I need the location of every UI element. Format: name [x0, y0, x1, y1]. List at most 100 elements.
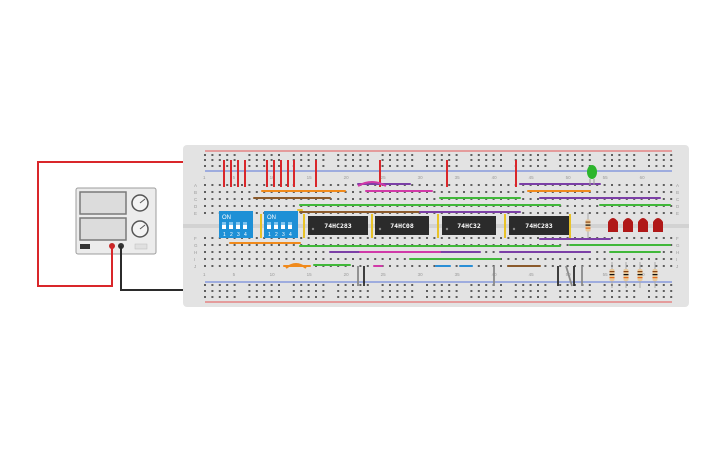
- terminal-hole[interactable]: [366, 198, 369, 200]
- rail-hole[interactable]: [433, 290, 436, 292]
- terminal-hole[interactable]: [640, 265, 643, 267]
- chip-74hc32[interactable]: 74HC32: [442, 216, 496, 235]
- terminal-hole[interactable]: [211, 237, 214, 239]
- terminal-hole[interactable]: [218, 205, 221, 207]
- rail-hole[interactable]: [618, 154, 621, 156]
- rail-hole[interactable]: [396, 296, 399, 298]
- terminal-hole[interactable]: [211, 198, 214, 200]
- rail-hole[interactable]: [603, 296, 606, 298]
- rail-hole[interactable]: [611, 290, 613, 292]
- rail-hole[interactable]: [322, 296, 325, 298]
- ground-wire[interactable]: [565, 265, 573, 287]
- rail-hole[interactable]: [248, 165, 251, 167]
- rail-hole[interactable]: [204, 284, 206, 286]
- terminal-hole[interactable]: [529, 237, 532, 239]
- rail-hole[interactable]: [307, 290, 310, 292]
- rail-hole[interactable]: [455, 296, 458, 298]
- rail-hole[interactable]: [529, 290, 532, 292]
- terminal-hole[interactable]: [403, 258, 406, 260]
- terminal-hole[interactable]: [241, 258, 243, 260]
- terminal-hole[interactable]: [662, 265, 665, 267]
- terminal-hole[interactable]: [396, 237, 399, 239]
- rail-hole[interactable]: [403, 154, 406, 156]
- rail-hole[interactable]: [381, 296, 384, 298]
- terminal-hole[interactable]: [255, 244, 258, 246]
- rail-hole[interactable]: [381, 290, 384, 292]
- rail-hole[interactable]: [337, 165, 340, 167]
- rail-hole[interactable]: [218, 165, 221, 167]
- terminal-hole[interactable]: [418, 265, 421, 267]
- terminal-hole[interactable]: [507, 184, 510, 186]
- terminal-hole[interactable]: [670, 258, 673, 260]
- dip-switch-lever[interactable]: [274, 222, 278, 229]
- rail-hole[interactable]: [522, 296, 525, 298]
- terminal-hole[interactable]: [670, 237, 673, 239]
- rail-hole[interactable]: [211, 290, 214, 292]
- terminal-hole[interactable]: [241, 198, 243, 200]
- terminal-hole[interactable]: [211, 244, 214, 246]
- rail-hole[interactable]: [403, 284, 406, 286]
- rail-hole[interactable]: [403, 159, 406, 161]
- terminal-hole[interactable]: [477, 265, 480, 267]
- terminal-hole[interactable]: [500, 184, 502, 186]
- terminal-hole[interactable]: [574, 212, 576, 214]
- terminal-hole[interactable]: [211, 205, 214, 207]
- rail-hole[interactable]: [263, 290, 266, 292]
- terminal-hole[interactable]: [603, 191, 606, 193]
- rail-hole[interactable]: [618, 165, 621, 167]
- rail-hole[interactable]: [670, 159, 673, 161]
- dip-switch-lever[interactable]: [267, 222, 271, 229]
- terminal-hole[interactable]: [514, 191, 517, 193]
- terminal-hole[interactable]: [255, 251, 258, 253]
- terminal-hole[interactable]: [640, 184, 643, 186]
- rail-hole[interactable]: [300, 290, 303, 292]
- rail-hole[interactable]: [618, 290, 621, 292]
- terminal-hole[interactable]: [670, 265, 673, 267]
- ic-chip-icon[interactable]: [442, 216, 496, 235]
- rail-hole[interactable]: [537, 296, 539, 298]
- rail-hole[interactable]: [522, 159, 525, 161]
- terminal-hole[interactable]: [241, 205, 243, 207]
- rail-hole[interactable]: [233, 296, 236, 298]
- ic-chip-icon[interactable]: [375, 216, 429, 235]
- rail-hole[interactable]: [307, 296, 310, 298]
- terminal-hole[interactable]: [670, 212, 673, 214]
- terminal-hole[interactable]: [218, 191, 221, 193]
- terminal-hole[interactable]: [359, 198, 362, 200]
- terminal-hole[interactable]: [670, 198, 673, 200]
- terminal-hole[interactable]: [463, 191, 465, 193]
- rail-hole[interactable]: [307, 159, 310, 161]
- terminal-hole[interactable]: [670, 244, 673, 246]
- rail-hole[interactable]: [574, 290, 576, 292]
- rail-hole[interactable]: [537, 154, 539, 156]
- terminal-hole[interactable]: [204, 237, 206, 239]
- rail-hole[interactable]: [433, 154, 436, 156]
- terminal-hole[interactable]: [574, 258, 576, 260]
- rail-hole[interactable]: [396, 159, 399, 161]
- terminal-hole[interactable]: [337, 184, 340, 186]
- terminal-hole[interactable]: [255, 265, 258, 267]
- rail-hole[interactable]: [648, 296, 650, 298]
- terminal-hole[interactable]: [500, 265, 502, 267]
- rail-hole[interactable]: [255, 159, 258, 161]
- terminal-hole[interactable]: [255, 258, 258, 260]
- rail-hole[interactable]: [322, 290, 325, 292]
- terminal-hole[interactable]: [307, 258, 310, 260]
- rail-hole[interactable]: [470, 159, 473, 161]
- terminal-hole[interactable]: [403, 265, 406, 267]
- rail-hole[interactable]: [574, 296, 576, 298]
- terminal-hole[interactable]: [374, 258, 377, 260]
- chip-74hc283-b[interactable]: 74HC283: [509, 216, 569, 235]
- rail-hole[interactable]: [344, 165, 347, 167]
- rail-hole[interactable]: [470, 290, 473, 292]
- terminal-hole[interactable]: [307, 237, 310, 239]
- rail-hole[interactable]: [448, 154, 451, 156]
- rail-hole[interactable]: [352, 159, 354, 161]
- rail-hole[interactable]: [366, 284, 369, 286]
- rail-hole[interactable]: [603, 159, 606, 161]
- terminal-hole[interactable]: [470, 184, 473, 186]
- dip-switch-1[interactable]: ON 1 2 3 4: [219, 211, 253, 238]
- terminal-hole[interactable]: [648, 212, 650, 214]
- terminal-hole[interactable]: [285, 205, 288, 207]
- rail-hole[interactable]: [440, 290, 443, 292]
